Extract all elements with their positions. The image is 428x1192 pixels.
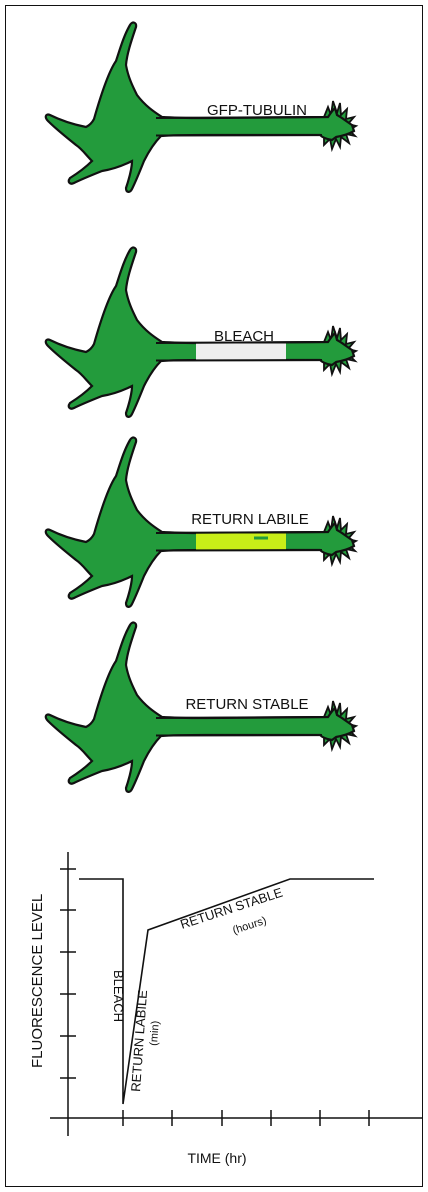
figure-frame: GFP-TUBULIN BLEACH RETURN LABILE RETURN …: [5, 5, 423, 1187]
axon-edge-bottom: [156, 550, 322, 551]
stage-label-gfp-tubulin: GFP-TUBULIN: [207, 102, 307, 119]
axon-edge-top: [156, 532, 328, 533]
labile-segment: [196, 534, 286, 550]
x-axis-label: TIME (hr): [187, 1150, 246, 1166]
return-labile-annotation: RETURN LABILE: [128, 989, 150, 1092]
cell-body: [46, 23, 354, 192]
bleach-annotation: BLEACH: [111, 970, 126, 1022]
axon-edge-top: [156, 717, 328, 718]
axon-edge-bottom: [156, 135, 322, 136]
bleached-segment: [196, 344, 286, 360]
return-labile-unit: (min): [148, 1020, 162, 1046]
fluorescence-graph: BLEACH RETURN LABILE (min) RETURN STABLE…: [6, 846, 422, 1186]
stage-label-return-labile: RETURN LABILE: [191, 511, 309, 528]
return-stable-unit: (hours): [231, 915, 268, 937]
stage-label-bleach: BLEACH: [214, 328, 274, 345]
axon-edge-bottom: [156, 735, 322, 736]
stage-label-return-stable: RETURN STABLE: [185, 696, 308, 713]
cell-body: [46, 248, 354, 417]
axon-edge-bottom: [156, 360, 322, 361]
y-axis-label: FLUORESCENCE LEVEL: [29, 894, 46, 1068]
